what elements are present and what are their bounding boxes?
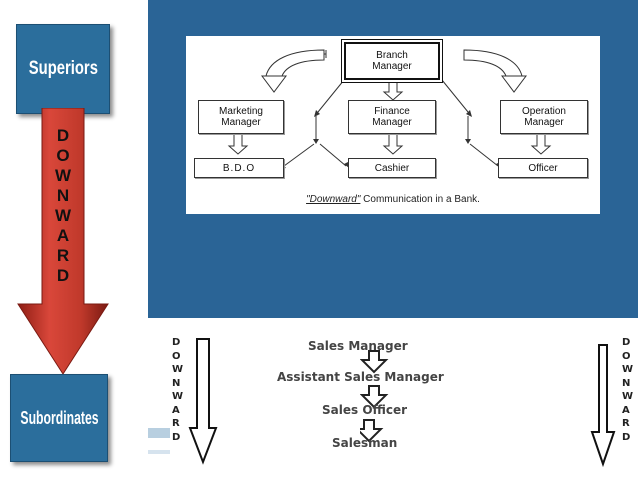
caption-text: Communication in a Bank. [360,194,480,205]
letter: R [622,418,630,429]
sales-panel [148,318,638,478]
letter: A [622,404,630,416]
salesman-label: Salesman [332,436,398,450]
decor-strip [148,428,170,438]
downward-letter: D [56,126,70,145]
sales-officer-label: Sales Officer [322,403,408,417]
downward-letter: O [56,146,70,165]
node-label: B.D.O [222,162,256,174]
cashier-box: Cashier [348,158,436,178]
node-label: Officer [528,162,558,174]
node-label: Manager [372,61,412,72]
letter: D [622,431,631,443]
letter: R [172,418,180,429]
downward-letter: W [54,206,72,225]
node-label: Finance [374,106,410,117]
letter: W [172,364,184,375]
connector-lines [227,49,552,169]
letter: N [622,377,631,389]
downward-letter: W [54,166,72,185]
superiors-label: Superiors [28,58,98,79]
superiors-box: Superiors [16,24,110,114]
letter: N [172,377,181,389]
letter: A [172,404,180,416]
subordinates-label: Subordinates [19,407,99,428]
node-label: Operation [522,106,566,117]
letter: W [172,391,184,402]
assistant-sales-manager-label: Assistant Sales Manager [277,370,444,384]
right-downward-letters: D O W N W A R D [622,336,633,444]
subordinates-box: Subordinates [10,374,108,462]
downward-vertical-text: D O W N W A R D [54,126,72,286]
downward-letter: A [56,226,70,245]
letter: D [622,337,631,348]
node-label: Manager [221,117,261,128]
downward-letter: N [56,186,70,205]
officer-box: Officer [498,158,588,178]
node-label: Cashier [374,162,410,174]
node-label: Branch [376,50,408,61]
downward-letter: R [56,246,70,265]
bdo-box: B.D.O [194,158,284,178]
bank-chart-caption: "Downward" Communication in a Bank. [186,194,600,205]
node-label: Marketing [219,106,263,117]
left-downward-letters: D O W N W A R D [172,336,183,444]
letter: O [172,350,181,362]
sales-step-arrows [360,350,389,443]
letter: W [622,364,634,375]
sales-manager-label: Sales Manager [308,339,408,353]
right-down-arrow-icon [590,344,616,468]
letter: D [172,337,181,348]
node-label: Manager [372,117,412,128]
downward-arrow-icon [17,108,109,375]
downward-letter: D [56,266,70,285]
caption-emphasis: "Downward" [306,194,361,205]
letter: D [172,431,181,443]
decor-strip [148,450,170,454]
left-down-arrow-icon [188,338,218,465]
letter: O [622,350,631,362]
letter: W [622,391,634,402]
node-label: Manager [524,117,564,128]
